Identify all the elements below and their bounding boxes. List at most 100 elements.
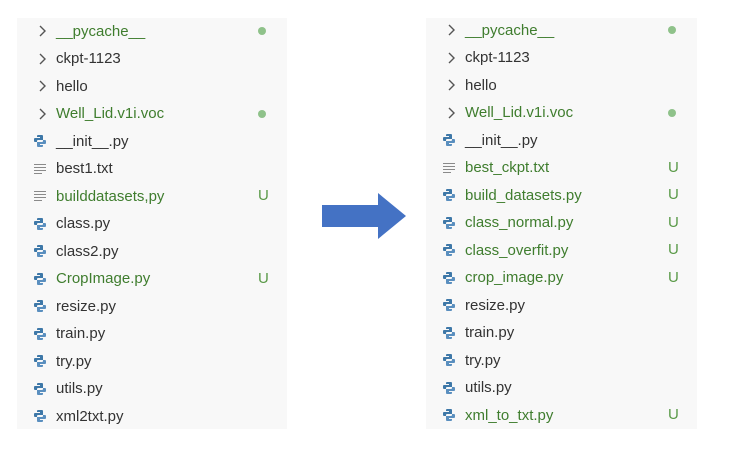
python-file-icon — [441, 292, 457, 318]
file-item[interactable]: try.py — [17, 348, 287, 374]
file-item[interactable]: class_overfit.py U — [426, 237, 697, 263]
item-label: ckpt-1123 — [465, 49, 530, 66]
modified-dot-icon — [258, 27, 266, 35]
chevron-right-icon[interactable] — [444, 72, 460, 98]
file-item[interactable]: __init__.py — [17, 128, 287, 154]
file-item[interactable]: class.py — [17, 211, 287, 237]
item-label: xml_to_txt.py — [465, 406, 554, 424]
item-label: hello — [56, 77, 88, 95]
chevron-right-icon[interactable] — [444, 45, 460, 71]
python-file-icon — [32, 321, 48, 347]
item-label: class.py — [56, 215, 111, 232]
text-file-icon — [32, 156, 48, 182]
python-file-icon — [441, 127, 457, 153]
file-item[interactable]: resize.py — [17, 293, 287, 319]
modified-dot-icon — [258, 109, 266, 118]
chevron-right-icon[interactable] — [35, 73, 51, 99]
chevron-right-icon[interactable] — [444, 17, 460, 43]
item-label: xml2txt.py — [56, 407, 124, 425]
file-item[interactable]: utils.py — [426, 375, 697, 401]
untracked-badge: U — [258, 187, 269, 204]
file-item[interactable]: resize.py — [426, 292, 697, 318]
file-item[interactable]: class2.py — [17, 238, 287, 264]
item-label: train.py — [465, 324, 515, 341]
text-file-icon — [32, 183, 48, 209]
python-file-icon — [32, 403, 48, 429]
item-label: __init__.py — [465, 131, 538, 149]
folder-item[interactable]: __pycache__ — [426, 17, 697, 43]
folder-item[interactable]: ckpt-1123 — [426, 45, 697, 71]
file-item[interactable]: try.py — [426, 347, 697, 373]
item-label: __pycache__ — [56, 22, 146, 40]
file-item[interactable]: CropImage.py U — [17, 266, 287, 292]
item-label: class2.py — [56, 242, 119, 260]
chevron-right-icon[interactable] — [35, 18, 51, 44]
item-label: train.py — [56, 325, 106, 342]
chevron-right-icon[interactable] — [35, 101, 51, 127]
modified-dot-icon — [668, 26, 676, 34]
item-label: __pycache__ — [465, 21, 555, 39]
chevron-right-icon[interactable] — [444, 100, 460, 126]
item-label: resize.py — [465, 296, 526, 314]
python-file-icon — [32, 348, 48, 374]
untracked-badge: U — [258, 269, 269, 287]
untracked-badge: U — [668, 186, 679, 203]
item-label: utils.py — [465, 379, 512, 396]
modified-dot-icon — [668, 108, 676, 117]
folder-item[interactable]: hello — [17, 73, 287, 99]
item-label: class_normal.py — [465, 214, 574, 231]
item-label: resize.py — [56, 297, 117, 315]
file-item[interactable]: train.py — [17, 321, 287, 347]
python-file-icon — [32, 128, 48, 154]
folder-item[interactable]: hello — [426, 72, 697, 98]
untracked-badge: U — [668, 241, 679, 258]
folder-item[interactable]: Well_Lid.v1i.voc — [17, 101, 287, 127]
file-item[interactable]: utils.py — [17, 376, 287, 402]
item-label: crop_image.py — [465, 269, 564, 286]
item-label: try.py — [465, 351, 501, 369]
file-item[interactable]: xml2txt.py — [17, 403, 287, 429]
python-file-icon — [441, 402, 457, 428]
item-label: ckpt-1123 — [56, 50, 121, 67]
item-label: try.py — [56, 352, 92, 370]
file-item[interactable]: class_normal.py U — [426, 210, 697, 236]
python-file-icon — [441, 237, 457, 263]
python-file-icon — [441, 182, 457, 208]
file-item[interactable]: build_datasets.py U — [426, 182, 697, 208]
chevron-right-icon[interactable] — [35, 46, 51, 72]
python-file-icon — [441, 320, 457, 346]
folder-item[interactable]: __pycache__ — [17, 18, 287, 44]
python-file-icon — [32, 376, 48, 402]
untracked-badge: U — [668, 406, 679, 423]
untracked-badge: U — [668, 158, 679, 176]
item-label: __init__.py — [56, 132, 129, 150]
item-label: Well_Lid.v1i.voc — [56, 105, 165, 122]
item-label: class_overfit.py — [465, 241, 569, 259]
untracked-badge: U — [668, 213, 679, 231]
python-file-icon — [32, 293, 48, 319]
file-item[interactable]: __init__.py — [426, 127, 697, 153]
python-file-icon — [32, 266, 48, 292]
python-file-icon — [441, 265, 457, 291]
untracked-badge: U — [668, 268, 679, 286]
item-label: best1.txt — [56, 160, 113, 177]
python-file-icon — [441, 375, 457, 401]
item-label: utils.py — [56, 380, 103, 397]
file-item[interactable]: xml_to_txt.py U — [426, 402, 697, 428]
file-item[interactable]: best1.txt — [17, 156, 287, 182]
folder-item[interactable]: ckpt-1123 — [17, 46, 287, 72]
file-item[interactable]: crop_image.py U — [426, 265, 697, 291]
text-file-icon — [441, 155, 457, 181]
folder-item[interactable]: Well_Lid.v1i.voc — [426, 100, 697, 126]
item-label: Well_Lid.v1i.voc — [465, 104, 574, 121]
file-item[interactable]: train.py — [426, 320, 697, 346]
python-file-icon — [32, 211, 48, 237]
python-file-icon — [441, 347, 457, 373]
item-label: CropImage.py — [56, 270, 151, 287]
python-file-icon — [441, 210, 457, 236]
item-label: build_datasets.py — [465, 186, 582, 204]
